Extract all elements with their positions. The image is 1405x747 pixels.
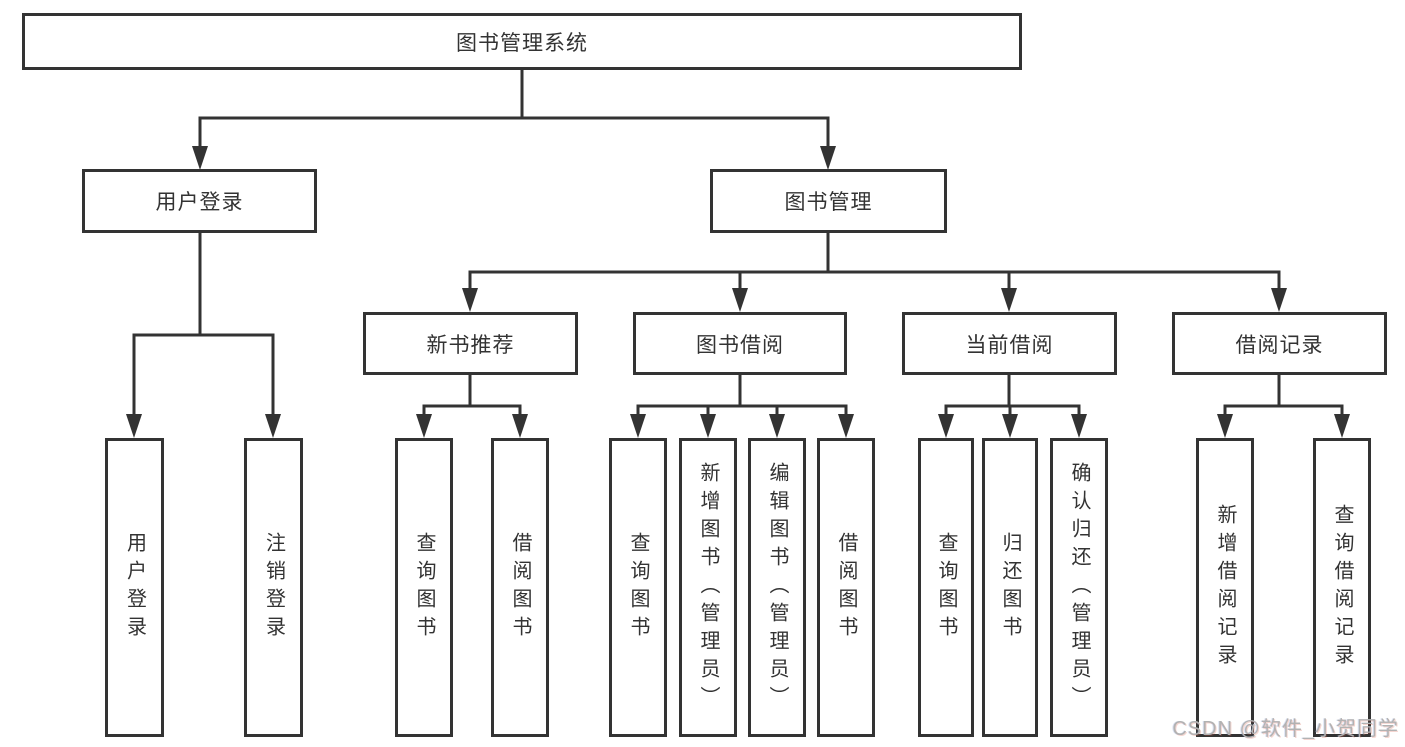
node-library-system: 图书管理系统	[22, 13, 1022, 70]
leaf-query-borrow-record: 查询借阅记录	[1313, 438, 1371, 737]
leaf-borrow-books: 借阅图书	[817, 438, 875, 737]
node-new-book-recommend: 新书推荐	[363, 312, 578, 375]
leaf-add-borrow-record: 新增借阅记录	[1196, 438, 1254, 737]
leaf-borrow-books-recommend: 借阅图书	[491, 438, 549, 737]
leaf-query-books-recommend: 查询图书	[395, 438, 453, 737]
node-book-borrow: 图书借阅	[633, 312, 847, 375]
leaf-confirm-return-admin: 确认归还（管理员）	[1050, 438, 1108, 737]
node-current-borrow: 当前借阅	[902, 312, 1117, 375]
csdn-watermark: CSDN @软件_小贺同学	[1172, 718, 1399, 740]
node-user-login: 用户登录	[82, 169, 317, 233]
leaf-user-login: 用户登录	[105, 438, 164, 737]
leaf-edit-book-admin: 编辑图书（管理员）	[748, 438, 806, 737]
node-borrow-records: 借阅记录	[1172, 312, 1387, 375]
leaf-query-books-current: 查询图书	[918, 438, 974, 737]
leaf-return-book: 归还图书	[982, 438, 1038, 737]
leaf-add-book-admin: 新增图书（管理员）	[679, 438, 737, 737]
leaf-query-books-borrow: 查询图书	[609, 438, 667, 737]
node-book-management: 图书管理	[710, 169, 947, 233]
leaf-logout: 注销登录	[244, 438, 303, 737]
